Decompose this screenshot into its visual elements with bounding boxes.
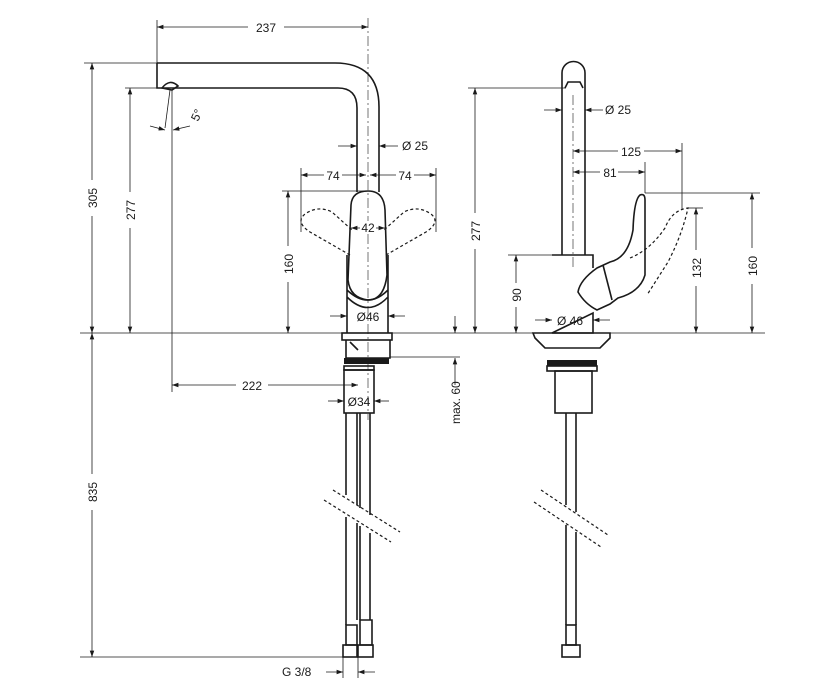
front-view-faucet <box>156 18 436 658</box>
spout-outer <box>157 62 380 192</box>
dim-hole-offset: 222 <box>242 379 262 393</box>
dim-base-diameter: Ø46 <box>357 310 380 324</box>
side-dim-lever-open-height: 132 <box>690 258 704 278</box>
hoses-upper <box>345 413 371 515</box>
front-view-dimensions: 237 305 277 5° Ø 25 74 74 42 160 Ø4 <box>84 20 463 679</box>
spout-inner <box>156 63 358 192</box>
lever-open-ghost <box>629 207 689 296</box>
spout-side <box>561 60 586 255</box>
dim-spout-reach: 237 <box>256 21 276 35</box>
side-dim-lever-height: 160 <box>746 256 760 276</box>
side-dim-lever-reach: 81 <box>603 166 617 180</box>
dim-hose-length: 835 <box>86 482 100 502</box>
dim-angle: 5° <box>188 107 206 123</box>
dim-lever-height: 160 <box>282 254 296 274</box>
dim-connection: G 3/8 <box>282 665 312 679</box>
dim-lever-right: 74 <box>398 169 412 183</box>
side-dim-spout-diameter: Ø 25 <box>605 103 631 117</box>
shank <box>343 369 375 414</box>
dim-spout-height: 277 <box>124 200 138 220</box>
dim-lever-left: 74 <box>326 169 340 183</box>
base-body <box>346 255 389 333</box>
hose-fittings <box>345 619 373 646</box>
side-dim-lever-open-reach: 125 <box>621 145 641 159</box>
mounting-plate-side <box>531 332 611 349</box>
hose-fitting-side <box>561 644 581 658</box>
break-marks-side <box>533 489 609 548</box>
lever-left-ghost <box>300 208 353 256</box>
threaded-ring <box>344 358 389 364</box>
side-dim-body-height: 90 <box>510 288 524 302</box>
side-dim-spout-height: 277 <box>469 221 483 241</box>
side-view-dimensions: Ø 25 125 81 277 90 Ø 46 132 160 <box>467 87 760 333</box>
lever-side <box>577 193 646 311</box>
side-view-faucet <box>531 60 689 658</box>
mounting-plate <box>341 332 393 341</box>
aerator <box>160 81 180 91</box>
break-marks <box>323 489 401 543</box>
dim-max-deck: max. 60 <box>449 381 463 424</box>
dim-spout-diameter: Ø 25 <box>402 139 428 153</box>
shank-side <box>554 370 593 414</box>
dim-handle-width: 42 <box>361 221 375 235</box>
lever-handle <box>347 190 388 301</box>
lever-right-ghost <box>383 208 436 256</box>
dim-total-height: 305 <box>86 188 100 208</box>
hoses-lower <box>345 517 371 625</box>
side-dim-base-diameter: Ø 46 <box>557 314 583 328</box>
dim-shank-diameter: Ø34 <box>348 395 371 409</box>
